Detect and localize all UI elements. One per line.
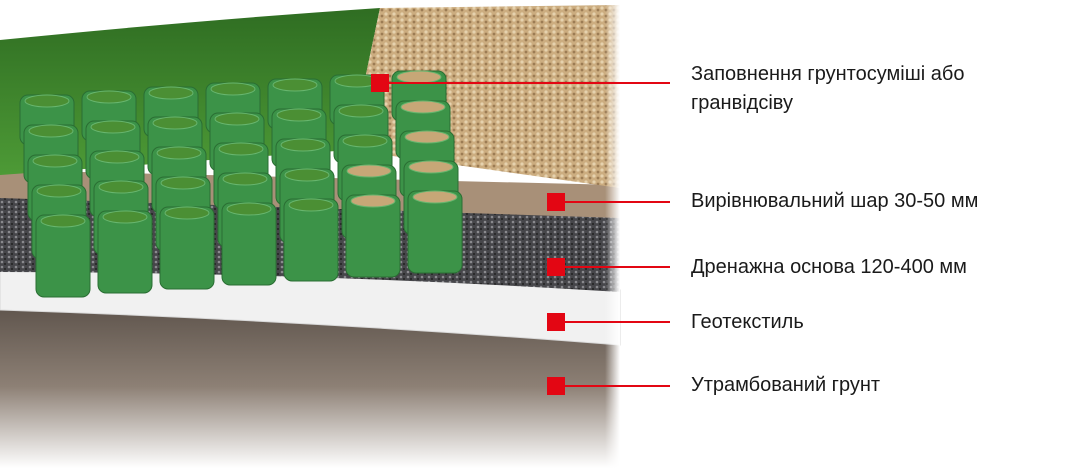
marker-geotextile: [547, 313, 565, 331]
label-leveling: Вирівнювальний шар 30-50 мм: [691, 190, 979, 212]
label-fill-line1: Заповнення грунтосуміші або: [691, 63, 965, 85]
grid-cell-opening: [94, 150, 140, 164]
grid-cell-opening: [86, 90, 132, 104]
grid-cell-opening: [280, 138, 326, 152]
grid-cell-opening: [148, 86, 194, 100]
grid-cell-opening: [210, 82, 256, 96]
grid-cell-opening: [152, 116, 198, 130]
grid-cell-opening: [40, 214, 86, 228]
grid-cell-opening: [408, 160, 454, 174]
grid-cell-opening: [272, 78, 318, 92]
grid-cell-opening: [400, 100, 446, 114]
marker-fill: [371, 74, 389, 92]
grid-cell-opening: [226, 202, 272, 216]
grid-cell-opening: [222, 172, 268, 186]
grid-cell-opening: [28, 124, 74, 138]
soil-layer: [0, 305, 620, 468]
grid-cell-opening: [342, 134, 388, 148]
label-soil: Утрамбований грунт: [691, 374, 881, 396]
marker-drainage: [547, 258, 565, 276]
grid-cell-opening: [404, 130, 450, 144]
grid-cell-opening: [350, 194, 396, 208]
grid-cell-opening: [412, 190, 458, 204]
grid-cell-opening: [156, 146, 202, 160]
grid-cell-opening: [102, 210, 148, 224]
grid-cell-opening: [24, 94, 70, 108]
label-fill: Заповнення грунтосуміші або гранвідсіву: [691, 60, 964, 118]
grid-cell-opening: [284, 168, 330, 182]
grid-cell-opening: [214, 112, 260, 126]
label-geotextile: Геотекстиль: [691, 311, 804, 333]
marker-soil: [547, 377, 565, 395]
grid-cell-opening: [346, 164, 392, 178]
label-drainage: Дренажна основа 120-400 мм: [691, 256, 967, 278]
grid-cell-opening: [218, 142, 264, 156]
grid-cell-opening: [36, 184, 82, 198]
grid-cell-opening: [98, 180, 144, 194]
grid-cell-opening: [32, 154, 78, 168]
grid-cell-opening: [160, 176, 206, 190]
plastic-paving-grid: [19, 70, 463, 298]
grid-cell-opening: [338, 104, 384, 118]
grid-cell-opening: [396, 70, 442, 84]
grid-cell-opening: [288, 198, 334, 212]
marker-lines: [380, 82, 670, 387]
grid-cell-opening: [276, 108, 322, 122]
grid-cell-opening: [90, 120, 136, 134]
label-fill-line2: гранвідсіву: [691, 92, 793, 114]
marker-leveling: [547, 193, 565, 211]
grid-cell-opening: [164, 206, 210, 220]
